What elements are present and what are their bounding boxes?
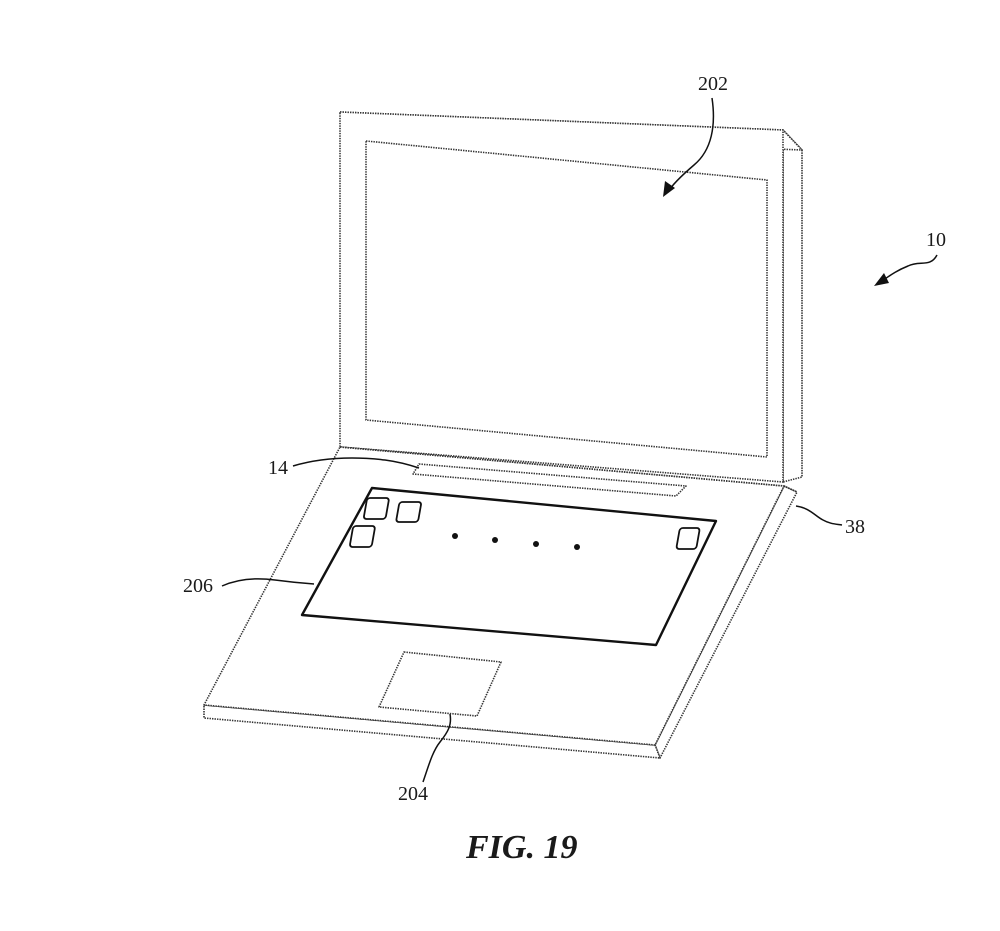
base-front-edge (203, 704, 661, 759)
arrowhead-10 (874, 273, 889, 286)
key-dot-2 (492, 537, 498, 543)
key-2 (395, 501, 422, 523)
keyboard-panel (300, 486, 718, 647)
label-38: 38 (845, 516, 865, 538)
keyboard-area (300, 486, 718, 647)
key-1 (363, 497, 390, 520)
leader-38 (795, 505, 843, 526)
leader-10 (881, 254, 938, 282)
key-dot-4 (574, 544, 580, 550)
lid (339, 111, 803, 483)
label-10: 10 (926, 229, 946, 251)
label-202: 202 (698, 73, 728, 95)
leader-14 (292, 457, 420, 469)
leader-202 (667, 97, 715, 193)
trackpad (378, 651, 502, 717)
label-204: 204 (398, 783, 428, 805)
key-dot-3 (533, 541, 539, 547)
arrowhead-202 (663, 181, 675, 197)
display-screen (365, 140, 768, 458)
leader-204 (422, 713, 452, 783)
figure-caption: FIG. 19 (465, 829, 577, 866)
leaders (221, 97, 938, 783)
lid-side (782, 129, 803, 483)
label-14: 14 (268, 457, 288, 479)
label-206: 206 (183, 575, 213, 597)
key-3 (349, 525, 376, 548)
key-4 (675, 527, 701, 550)
key-dot-1 (452, 533, 458, 539)
top-strip (412, 463, 687, 497)
leader-206 (221, 578, 315, 587)
hinge-line (339, 446, 798, 493)
